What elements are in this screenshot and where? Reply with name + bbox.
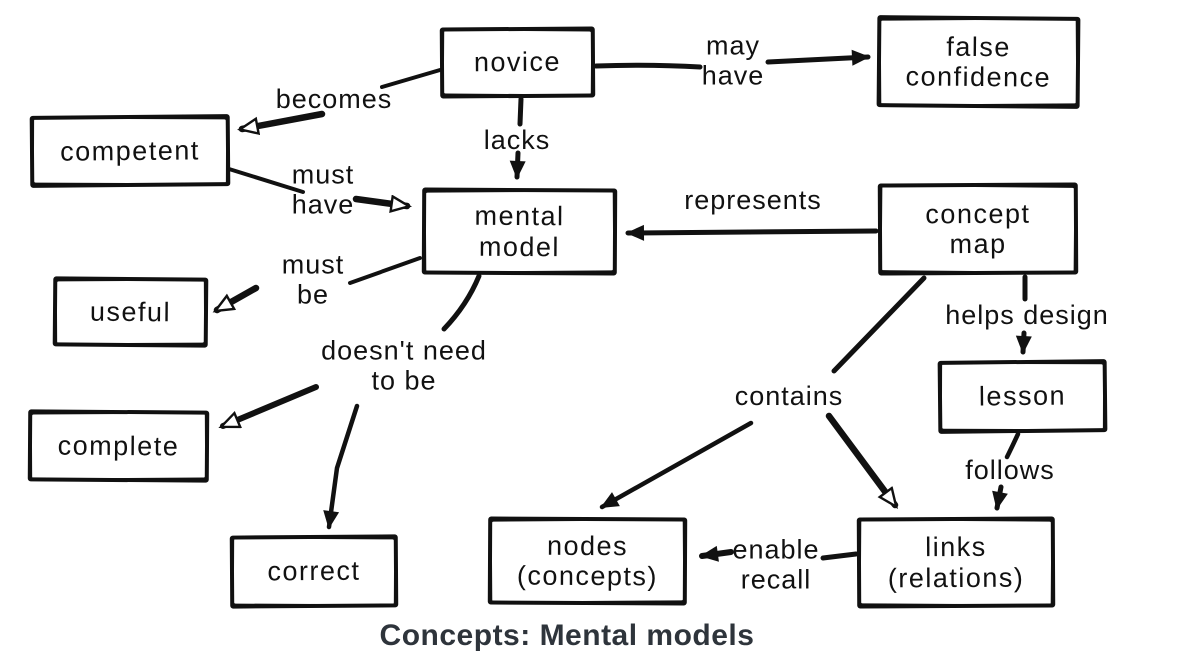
node-useful-label: useful — [89, 296, 172, 328]
node-concept-map-label: concept map — [925, 198, 1031, 260]
edge-label-must-be: must be — [281, 249, 345, 309]
node-lesson-label: lesson — [978, 380, 1067, 412]
diagram-title: Concepts: Mental models — [379, 619, 755, 652]
node-links-relations-label: links (relations) — [887, 532, 1025, 593]
edge-label-becomes: becomes — [275, 84, 393, 115]
node-mental-model: mental model — [421, 187, 618, 276]
arrow-doesnt-need-to-be — [223, 273, 482, 530]
node-nodes-concepts: nodes (concepts) — [487, 516, 688, 606]
node-complete: complete — [27, 409, 210, 483]
node-useful: useful — [52, 276, 209, 348]
arrow-represents — [625, 224, 879, 241]
node-links-relations: links (relations) — [856, 516, 1056, 609]
node-competent-label: competent — [60, 135, 200, 167]
node-concept-map: concept map — [877, 182, 1079, 276]
node-lesson: lesson — [937, 359, 1108, 434]
edge-label-doesnt-need-to-be: doesn't need to be — [321, 335, 487, 395]
node-complete-label: complete — [57, 430, 180, 462]
edge-label-lacks: lacks — [483, 125, 551, 156]
node-false-confidence-label: false confidence — [905, 31, 1052, 93]
edge-label-follows: follows — [965, 455, 1055, 486]
edge-label-enable-recall: enable recall — [732, 534, 820, 594]
node-novice: novice — [439, 26, 596, 99]
edge-label-represents: represents — [684, 185, 822, 216]
node-mental-model-label: mental model — [474, 201, 565, 262]
node-correct-label: correct — [267, 556, 361, 587]
node-false-confidence: false confidence — [876, 15, 1081, 109]
edge-label-may-have: may have — [701, 30, 765, 90]
edge-label-must-have: must have — [291, 159, 355, 219]
edge-label-helps-design: helps design — [945, 300, 1109, 331]
node-correct: correct — [229, 534, 399, 609]
node-nodes-concepts-label: nodes (concepts) — [516, 530, 659, 592]
edge-label-contains: contains — [734, 381, 844, 412]
node-novice-label: novice — [473, 47, 562, 78]
node-competent: competent — [29, 114, 231, 188]
